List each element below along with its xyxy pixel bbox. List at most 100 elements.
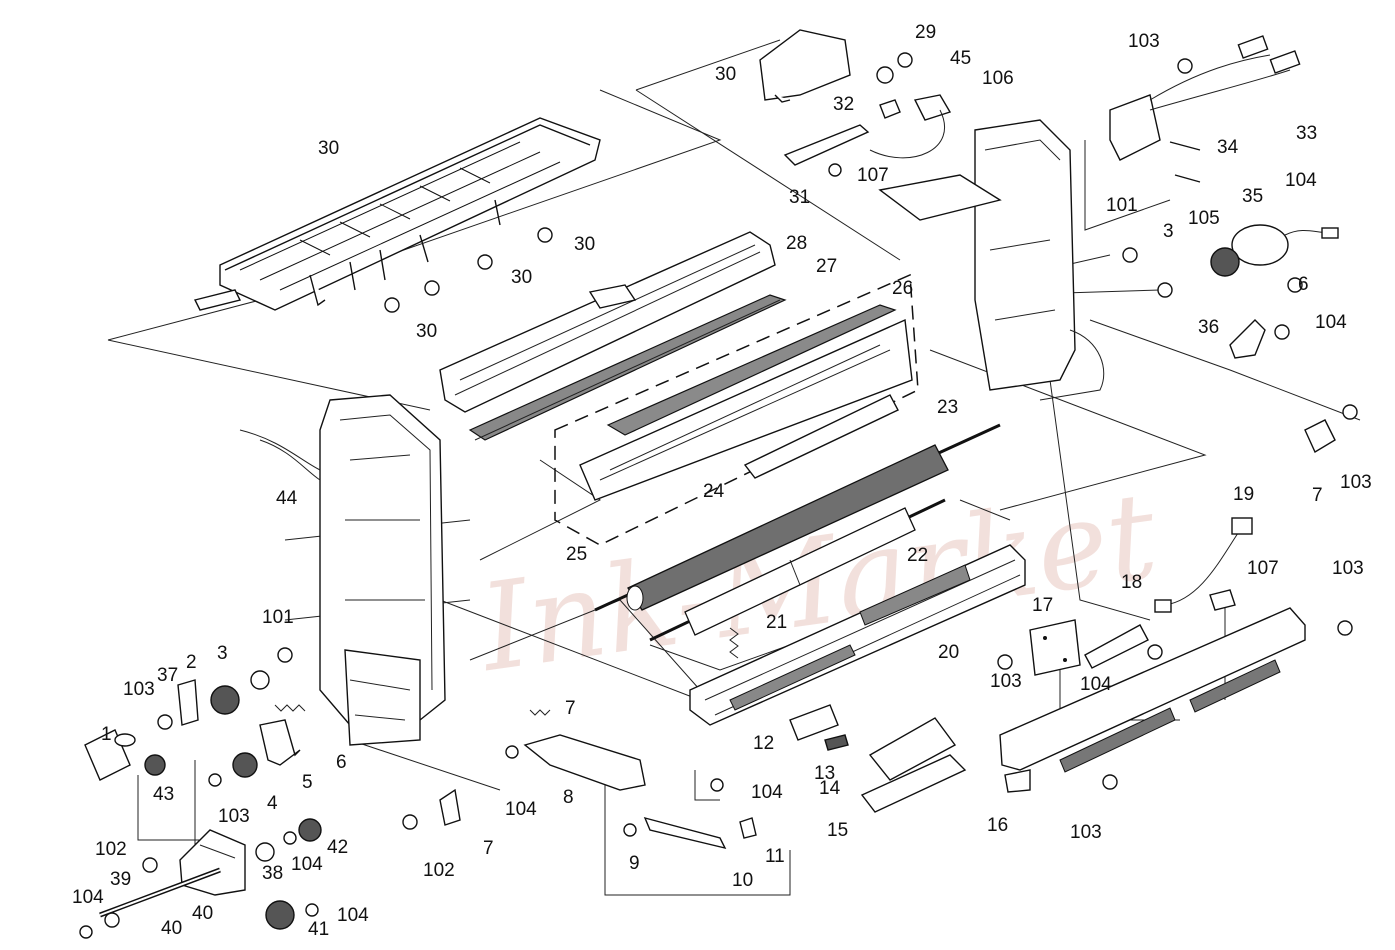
small-parts-bottom [79, 818, 322, 939]
callout-label: 103 [1070, 822, 1102, 843]
roller-23 [649, 498, 946, 642]
callout-label: 106 [982, 68, 1014, 89]
callout-label: 104 [505, 799, 537, 820]
callout-label: 104 [1315, 312, 1347, 333]
callout-label: 40 [192, 903, 213, 924]
callout-label: 22 [907, 545, 928, 566]
callout-label: 103 [990, 671, 1022, 692]
callout-label: 41 [308, 919, 329, 940]
plate-18 [1029, 619, 1081, 676]
callout-label: 105 [1188, 208, 1220, 229]
callout-label: 20 [938, 642, 959, 663]
callout-label: 11 [765, 846, 785, 867]
motor-37 [1210, 224, 1339, 277]
callout-label: 104 [291, 854, 323, 875]
callout-label: 40 [161, 918, 182, 939]
callout-label: 8 [563, 787, 574, 808]
bracket-assembly-32 [759, 29, 952, 177]
callout-label: 9 [629, 853, 640, 874]
callout-label: 3 [217, 643, 228, 664]
callout-label: 16 [987, 815, 1008, 836]
callout-label: 7 [565, 698, 576, 719]
callout-label: 12 [753, 733, 774, 754]
callout-label: 27 [816, 256, 837, 277]
parts-13-16 [789, 704, 967, 813]
callout-label: 38 [262, 863, 283, 884]
rail-17 [999, 607, 1306, 793]
callout-label: 6 [1298, 274, 1309, 295]
callout-label: 39 [110, 869, 131, 890]
callout-label: 45 [950, 48, 971, 69]
callout-label: 1 [101, 724, 112, 745]
plate-28 [468, 294, 787, 441]
part-31-housing [193, 117, 601, 311]
callout-label: 43 [153, 784, 174, 805]
harness-sensor-35-36 [1109, 35, 1301, 183]
callout-label: 103 [218, 806, 250, 827]
gear-parts-left [144, 647, 293, 787]
roller-24 [594, 423, 1001, 612]
callout-label: 103 [123, 679, 155, 700]
callout-label: 24 [703, 481, 725, 502]
cover-29 [439, 231, 776, 413]
callout-label: 18 [1121, 572, 1142, 593]
callout-label: 34 [1217, 137, 1239, 158]
callout-label: 21 [766, 612, 787, 633]
callout-label: 30 [511, 267, 532, 288]
callout-label: 32 [833, 94, 854, 115]
callout-label: 101 [1106, 195, 1138, 216]
right-side-frame [878, 119, 1105, 401]
callout-label: 104 [1080, 674, 1112, 695]
callout-label: 25 [566, 544, 587, 565]
callout-label: 15 [827, 820, 848, 841]
callout-label: 26 [892, 278, 913, 299]
callout-label: 103 [1332, 558, 1364, 579]
center-bottom-parts [402, 709, 757, 850]
callout-label: 102 [423, 860, 455, 881]
callout-label: 30 [715, 64, 736, 85]
callout-label: 101 [262, 607, 294, 628]
callout-label: 13 [814, 763, 835, 784]
callout-label: 33 [1296, 123, 1317, 144]
callout-label: 7 [483, 838, 494, 859]
bracket-5 [259, 719, 301, 766]
callout-label: 19 [1233, 484, 1254, 505]
callout-label: 10 [732, 870, 753, 891]
screws-right [997, 247, 1358, 790]
callout-label: 35 [1242, 186, 1263, 207]
callout-label: 6 [336, 752, 347, 773]
knob-1 [84, 729, 136, 781]
callout-label: 104 [751, 782, 783, 803]
callout-label: 37 [157, 665, 178, 686]
callout-label: 44 [276, 488, 298, 509]
part-7-right [1304, 419, 1336, 454]
callout-label: 4 [267, 793, 278, 814]
spring-6-left [274, 704, 306, 712]
shaft-41 [99, 867, 221, 918]
callout-label: 107 [1247, 558, 1279, 579]
bracket-38 [1229, 277, 1303, 359]
callout-label: 17 [1032, 595, 1053, 616]
spring-22 [729, 627, 739, 659]
screw-group-30 [384, 52, 913, 313]
callout-label: 42 [327, 837, 348, 858]
plate-25 [579, 318, 913, 501]
callout-label: 104 [337, 905, 369, 926]
callout-label: 28 [786, 233, 807, 254]
callout-label: 29 [915, 22, 936, 43]
callout-label: 36 [1198, 317, 1219, 338]
callout-label: 2 [186, 652, 197, 673]
left-side-frame [239, 394, 446, 746]
callout-label: 30 [574, 234, 595, 255]
callout-label: 7 [1312, 485, 1323, 506]
harness-20 [1154, 517, 1253, 613]
bracket-109 [1209, 589, 1236, 611]
callout-label: 30 [318, 138, 339, 159]
callout-label: 3 [1163, 221, 1174, 242]
leader-lines [107, 39, 1361, 896]
callout-label: 104 [1285, 170, 1317, 191]
callout-label: 103 [1128, 31, 1160, 52]
callout-label: 30 [416, 321, 437, 342]
callout-label: 31 [789, 187, 810, 208]
callout-label: 5 [302, 772, 313, 793]
